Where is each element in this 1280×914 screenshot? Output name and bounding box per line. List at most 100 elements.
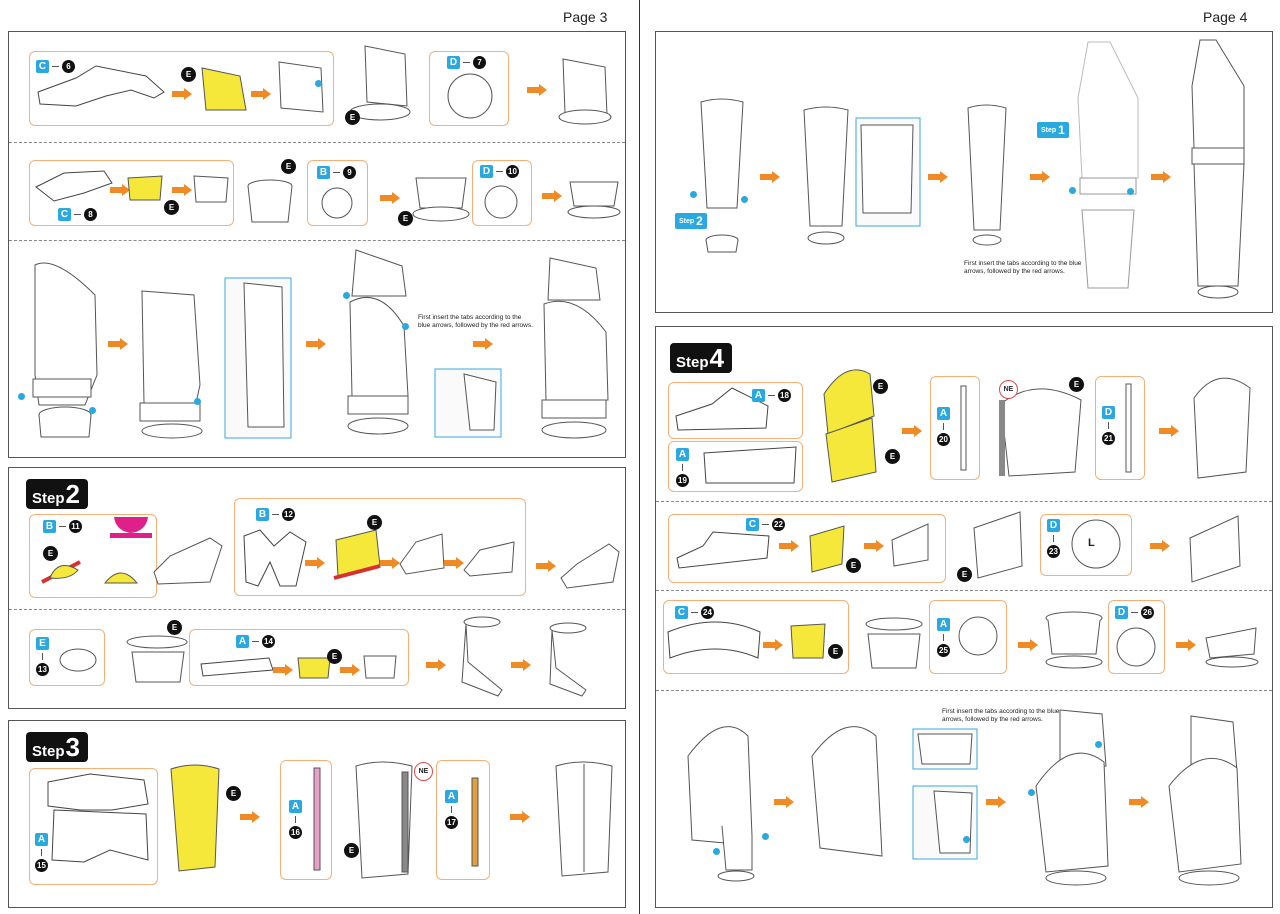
row-separator: [9, 240, 625, 241]
orange-arrow: [444, 557, 464, 569]
orange-arrow: [779, 540, 799, 552]
part-e-badge: E: [398, 211, 413, 226]
row-separator: [656, 590, 1272, 591]
blue-dot: [18, 393, 25, 400]
orange-arrow: [380, 557, 400, 569]
orange-arrow: [1129, 796, 1149, 808]
blue-dot: [741, 196, 748, 203]
page-number-right: Page 4: [1203, 9, 1248, 25]
flat-part-piece: [35, 170, 113, 202]
assembled-cup: [1045, 611, 1103, 669]
zoom-detail: [912, 785, 978, 860]
orange-arrow: [380, 192, 400, 204]
part-e-badge: E: [327, 649, 342, 664]
zoom-detail: [912, 728, 978, 770]
part-e-badge: E: [345, 110, 360, 125]
orange-arrow: [536, 560, 556, 572]
part-e-badge: E: [846, 558, 861, 573]
orange-arrow: [306, 338, 326, 350]
assembled-result: [1205, 627, 1259, 668]
boot-toe-result: [560, 543, 620, 589]
assembled-top-piece: [349, 45, 411, 121]
part-e-badge: E: [344, 843, 359, 858]
shin-piece: [700, 98, 744, 253]
round-disc-part: [1116, 627, 1156, 667]
round-disc-part: [958, 616, 998, 656]
boot-toe-piece: [153, 537, 223, 585]
assembled-cup: [412, 177, 470, 222]
assembly-box: [29, 514, 157, 598]
blue-dot: [194, 398, 201, 405]
orange-arrow: [172, 184, 192, 196]
round-disc-part: [1071, 519, 1121, 569]
blue-dot: [1069, 187, 1076, 194]
orange-arrow: [1159, 425, 1179, 437]
part-e-badge: E: [885, 449, 900, 464]
blue-dot: [343, 292, 350, 299]
curved-panel: [193, 175, 229, 203]
part-e-badge: E: [828, 644, 843, 659]
page-divider: [639, 0, 640, 914]
orange-arrow: [763, 639, 783, 651]
curved-panel: [399, 533, 445, 575]
flat-part-piece: [676, 531, 770, 569]
blue-dot: [713, 848, 720, 855]
assembled-result: [567, 181, 621, 219]
part-e-badge: E: [367, 515, 382, 530]
leg-assembly: [1035, 709, 1109, 886]
assembled-result: [558, 58, 612, 125]
zoom-detail: [224, 277, 292, 439]
orange-arrow: [774, 796, 794, 808]
blue-dot: [690, 191, 697, 198]
blue-dot: [402, 323, 409, 330]
blue-dot: [1127, 188, 1134, 195]
flat-part-piece: [243, 529, 307, 587]
yellow-folded-piece: [809, 525, 845, 573]
thigh-piece: [811, 726, 883, 857]
part-e-badge: E: [226, 786, 241, 801]
yellow-dome-part: [41, 560, 81, 584]
assembly-box: [472, 160, 532, 226]
assembly-box: [929, 600, 1007, 674]
assembly-box: [234, 498, 526, 596]
orange-arrow: [542, 190, 562, 202]
blue-dot: [315, 80, 322, 87]
orange-arrow: [760, 171, 780, 183]
assembly-box: [668, 441, 803, 492]
yellow-folded-piece: [297, 657, 331, 679]
orange-arrow: [1030, 171, 1050, 183]
part-e-badge: E: [957, 567, 972, 582]
full-leg-result: [1191, 39, 1245, 299]
orange-arrow: [902, 425, 922, 437]
thigh-cap-assembly: [973, 511, 1023, 579]
orange-arrow: [1176, 639, 1196, 651]
part-e-badge: E: [1069, 377, 1084, 392]
orange-arrow: [240, 811, 260, 823]
orange-arrow: [511, 659, 531, 671]
leg-result: [1168, 715, 1242, 886]
boot-ankle-result: [549, 622, 587, 697]
blue-dot: [1095, 741, 1102, 748]
yellow-folded-piece: [790, 623, 826, 659]
assembly-box: [29, 51, 334, 126]
thigh-cap-result: [1189, 515, 1241, 583]
part-e-badge: E: [281, 159, 296, 174]
shin-assembly: [355, 761, 413, 879]
curved-panel: [891, 523, 929, 567]
boot-shin-piece: [347, 249, 409, 435]
blue-dot: [1028, 789, 1035, 796]
yellow-thigh-part: [823, 369, 877, 483]
round-disc-part: [484, 185, 518, 219]
assembly-box: [930, 376, 980, 480]
